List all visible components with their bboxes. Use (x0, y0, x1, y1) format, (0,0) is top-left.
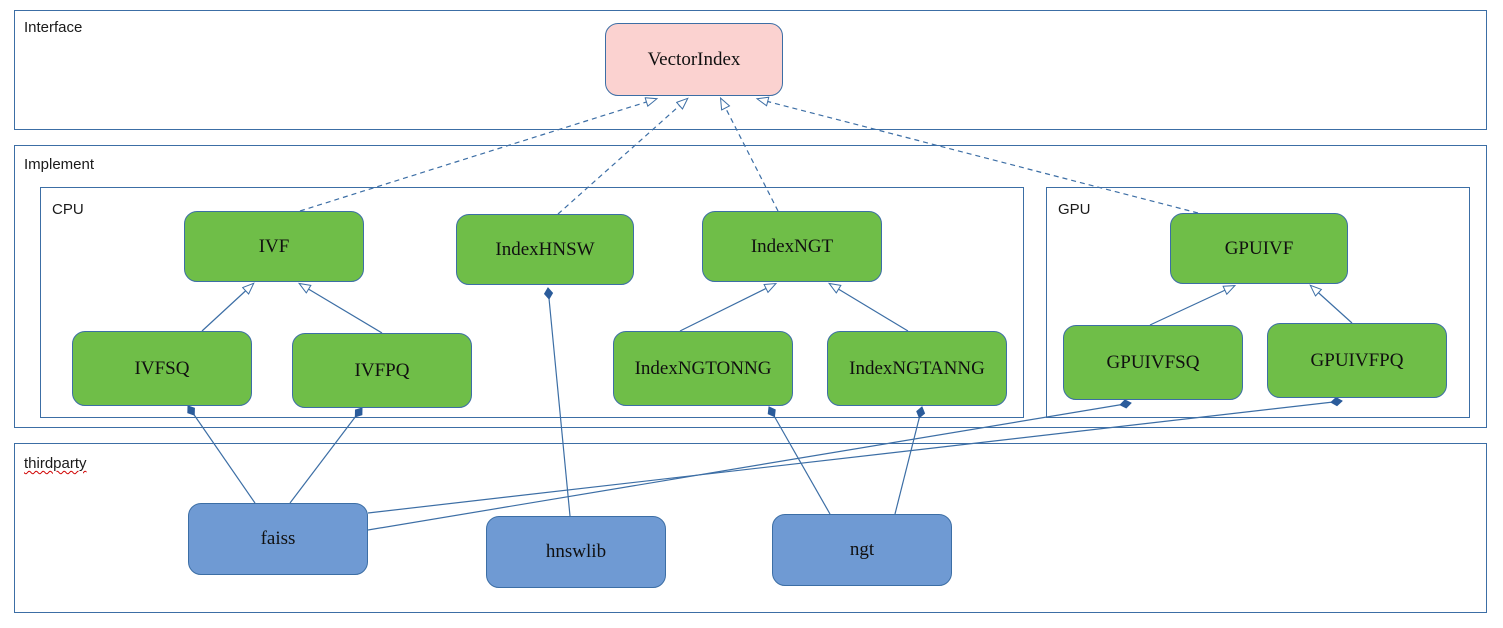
node-ivfpq[interactable]: IVFPQ (292, 333, 472, 408)
node-indexhnsw[interactable]: IndexHNSW (456, 214, 634, 285)
node-faiss[interactable]: faiss (188, 503, 368, 575)
group-label-cpu: CPU (52, 201, 84, 218)
node-gpuivfpq[interactable]: GPUIVFPQ (1267, 323, 1447, 398)
group-label-implement: Implement (24, 156, 95, 173)
node-gpuivf[interactable]: GPUIVF (1170, 213, 1348, 284)
group-label-gpu: GPU (1058, 201, 1091, 218)
group-label-thirdparty: thirdparty (24, 455, 87, 472)
node-indexngtonng[interactable]: IndexNGTONNG (613, 331, 793, 406)
node-ivf[interactable]: IVF (184, 211, 364, 282)
node-ivfsq[interactable]: IVFSQ (72, 331, 252, 406)
node-indexngtanng[interactable]: IndexNGTANNG (827, 331, 1007, 406)
node-hnswlib[interactable]: hnswlib (486, 516, 666, 588)
node-ngt[interactable]: ngt (772, 514, 952, 586)
node-gpuivfsq[interactable]: GPUIVFSQ (1063, 325, 1243, 400)
node-indexngt[interactable]: IndexNGT (702, 211, 882, 282)
group-label-interface: Interface (24, 19, 83, 36)
node-vectorindex[interactable]: VectorIndex (605, 23, 783, 96)
